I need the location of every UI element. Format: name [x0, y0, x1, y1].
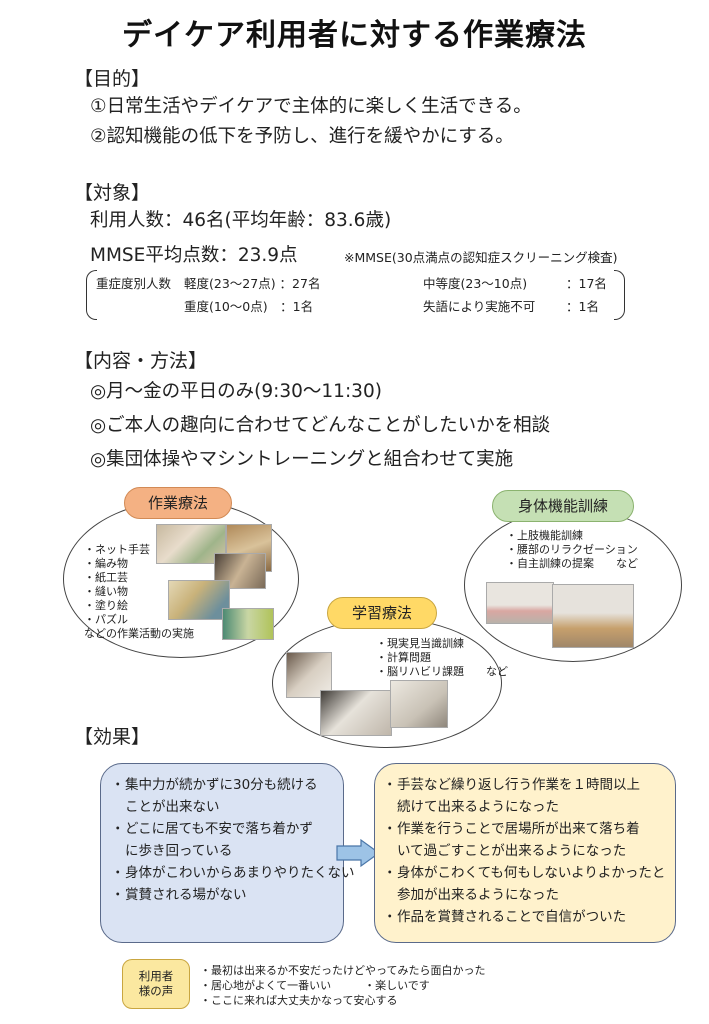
training-photo [552, 584, 634, 648]
effect-after-item: ・手芸など繰り返し行う作業を１時間以上続けて出来るようになった [381, 774, 675, 818]
craft-photo [168, 580, 230, 620]
effect-heading: 【効果】 [74, 726, 151, 748]
physical-item: ・自主訓練の提案 など [506, 557, 638, 570]
bullet: ・ [383, 777, 397, 793]
bullet: ・ [383, 821, 397, 837]
ot-activity: ・編み物 [84, 557, 128, 570]
physical-item: ・腰部のリラクゼーション [506, 543, 638, 556]
ot-activity: ・ネット手芸 [84, 543, 150, 556]
method-item-3: ◎集団体操やマシントレーニングと組合わせて実施 [90, 449, 514, 470]
arrow-right-icon [336, 838, 381, 868]
learning-list: ・現実見当識訓練 ・計算問題 ・脳リハビリ課題 など [376, 637, 508, 679]
physical-list: ・上肢機能訓練 ・腰部のリラクゼーション ・自主訓練の提案 など [506, 529, 638, 571]
study-photo [390, 680, 448, 728]
ot-activity: ・縫い物 [84, 585, 128, 598]
purpose-item-2: ②認知機能の低下を予防し、進行を緩やかにする。 [90, 126, 514, 147]
bullet: ・ [383, 909, 397, 925]
learning-item: ・計算問題 [376, 651, 431, 664]
severity-label: 重症度別人数 [96, 276, 172, 291]
user-voice-line: ・最初は出来るか不安だったけどやってみたら面白かった [200, 964, 486, 977]
ot-activity-footer: などの作業活動の実施 [84, 627, 194, 640]
target-mmse: MMSE平均点数：23.9点 [90, 245, 298, 266]
training-photo [486, 582, 554, 624]
purpose-item-1: ①日常生活やデイケアで主体的に楽しく生活できる。 [90, 96, 532, 117]
user-voice-list: ・最初は出来るか不安だったけどやってみたら面白かった ・居心地がよくて一番いい … [200, 963, 485, 1008]
effect-after-item: ・作業を行うことで居場所が出来て落ち着いて過ごすことが出来るようになった [381, 818, 675, 862]
severity-moderate-value: ：17名 [566, 276, 607, 291]
user-voice-line: ・ここに来れば大丈夫かなって安心する [200, 994, 398, 1007]
study-photo [320, 690, 392, 736]
target-mmse-note: ※MMSE(30点満点の認知症スクリーニング検査) [344, 250, 618, 265]
target-heading: 【対象】 [74, 182, 151, 204]
learning-item: ・現実見当識訓練 [376, 637, 464, 650]
user-voice-line: ・居心地がよくて一番いい ・楽しいです [200, 979, 430, 992]
ot-activity: ・パズル [84, 613, 128, 626]
effect-after-item: ・身体がこわくても何もしないよりよかったと参加が出来るようになった [381, 862, 675, 906]
bullet: ・ [111, 865, 125, 881]
effect-before-item: ・どこに居ても不安で落ち着かずに歩き回っている [109, 818, 343, 862]
craft-photo [222, 608, 274, 640]
effect-after-item: ・作品を賞賛されることで自信がついた [381, 906, 675, 928]
effect-before-box: ・集中力が続かずに30分も続けることが出来ない ・どこに居ても不安で落ち着かずに… [100, 763, 355, 943]
bullet: ・ [111, 887, 125, 903]
method-heading: 【内容・方法】 [74, 350, 208, 372]
bullet: ・ [383, 865, 397, 881]
method-item-2: ◎ご本人の趣向に合わせてどんなことがしたいかを相談 [90, 415, 551, 436]
ot-activity-list: ・ネット手芸 ・編み物 ・紙工芸 ・縫い物 ・塗り絵 ・パズル などの作業活動の… [84, 543, 194, 641]
physical-item: ・上肢機能訓練 [506, 529, 583, 542]
ot-label: 作業療法 [124, 487, 232, 519]
page-title: デイケア利用者に対する作業療法 [122, 18, 587, 53]
ot-activity: ・紙工芸 [84, 571, 128, 584]
severity-mild: 軽度(23～27点) ：27名 [184, 276, 321, 291]
effect-before-item: ・賞賛される場がない [109, 884, 343, 906]
method-item-1: ◎月～金の平日のみ(9:30～11:30) [90, 381, 382, 402]
effect-after-box: ・手芸など繰り返し行う作業を１時間以上続けて出来るようになった ・作業を行うこと… [374, 763, 676, 943]
study-photo [286, 652, 332, 698]
learning-item: ・脳リハビリ課題 など [376, 665, 508, 678]
bullet: ・ [111, 777, 125, 793]
severity-moderate-label: 中等度(23～10点) [423, 276, 528, 291]
ot-activity: ・塗り絵 [84, 599, 128, 612]
learning-label: 学習療法 [327, 597, 437, 629]
purpose-heading: 【目的】 [74, 68, 151, 90]
severity-aphasia-label: 失語により実施不可 [423, 299, 536, 314]
effect-before-item: ・集中力が続かずに30分も続けることが出来ない [109, 774, 343, 818]
physical-label: 身体機能訓練 [492, 490, 634, 522]
bullet: ・ [111, 821, 125, 837]
target-users: 利用人数：46名(平均年齢：83.6歳) [90, 210, 392, 231]
bracket-right [614, 270, 625, 320]
user-voice-label: 利用者様の声 [122, 959, 190, 1009]
severity-severe: 重度(10～0点) ：1名 [184, 299, 314, 314]
severity-aphasia-value: ：1名 [566, 299, 599, 314]
effect-before-item: ・身体がこわいからあまりやりたくない [109, 862, 355, 884]
